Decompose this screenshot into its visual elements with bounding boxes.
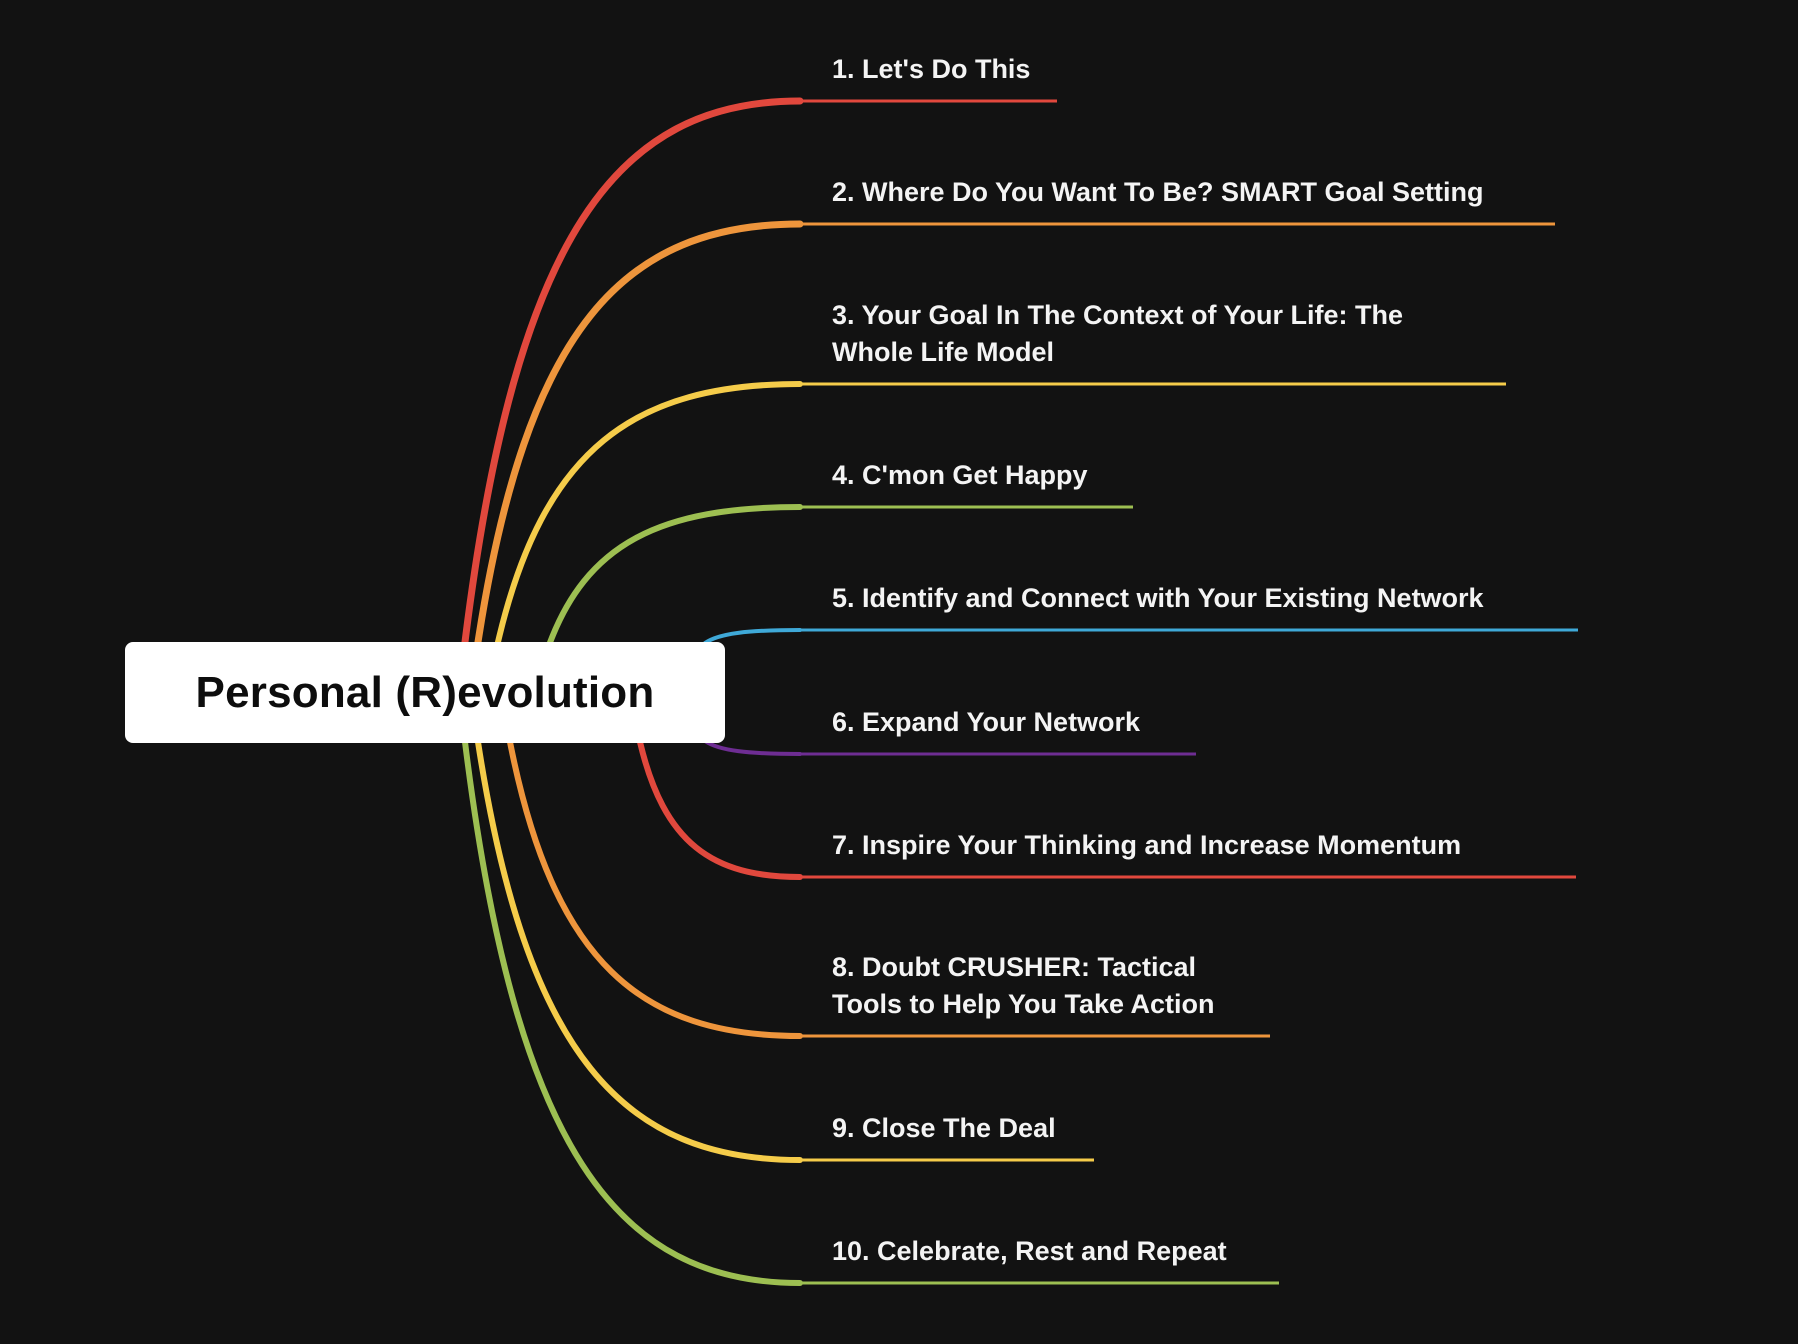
topic-6[interactable]: 6. Expand Your Network [832, 704, 1140, 741]
topic-label: Whole Life Model [832, 337, 1054, 367]
branch-curve-9 [475, 739, 803, 1163]
topic-label: Tools to Help You Take Action [832, 989, 1215, 1019]
branch-curve-6 [703, 739, 802, 756]
topic-10[interactable]: 10. Celebrate, Rest and Repeat [832, 1233, 1227, 1270]
topic-label: 9. Close The Deal [832, 1113, 1056, 1143]
topic-1[interactable]: 1. Let's Do This [832, 51, 1030, 88]
topic-label: 8. Doubt CRUSHER: Tactical [832, 952, 1197, 982]
topic-label: 2. Where Do You Want To Be? SMART Goal S… [832, 177, 1484, 207]
branch-curve-10 [462, 739, 803, 1286]
topic-label: 10. Celebrate, Rest and Repeat [832, 1236, 1227, 1266]
topic-9[interactable]: 9. Close The Deal [832, 1110, 1056, 1147]
branch-curve-7 [637, 739, 803, 880]
branch-curve-2 [474, 220, 804, 646]
branch-lines [461, 97, 1578, 1286]
branch-curve-5 [703, 628, 802, 645]
topic-2[interactable]: 2. Where Do You Want To Be? SMART Goal S… [832, 174, 1484, 211]
branch-curve-1 [461, 97, 804, 646]
topic-5[interactable]: 5. Identify and Connect with Your Existi… [832, 580, 1484, 617]
topic-label: 1. Let's Do This [832, 54, 1031, 84]
topic-label: 5. Identify and Connect with Your Existi… [832, 583, 1484, 613]
branch-curve-3 [495, 381, 803, 645]
topic-label: 4. C'mon Get Happy [832, 460, 1088, 490]
topic-3[interactable]: 3. Your Goal In The Context of Your Life… [832, 297, 1403, 371]
branch-curve-8 [507, 739, 803, 1039]
topic-4[interactable]: 4. C'mon Get Happy [832, 457, 1087, 494]
central-topic-title: Personal (R)evolution [195, 667, 655, 717]
central-topic[interactable]: Personal (R)evolution [125, 642, 725, 743]
topic-7[interactable]: 7. Inspire Your Thinking and Increase Mo… [832, 827, 1461, 864]
topic-label: 3. Your Goal In The Context of Your Life… [832, 300, 1404, 330]
branch-curve-4 [545, 504, 803, 651]
topic-label: 7. Inspire Your Thinking and Increase Mo… [832, 830, 1462, 860]
topic-label: 6. Expand Your Network [832, 707, 1141, 737]
